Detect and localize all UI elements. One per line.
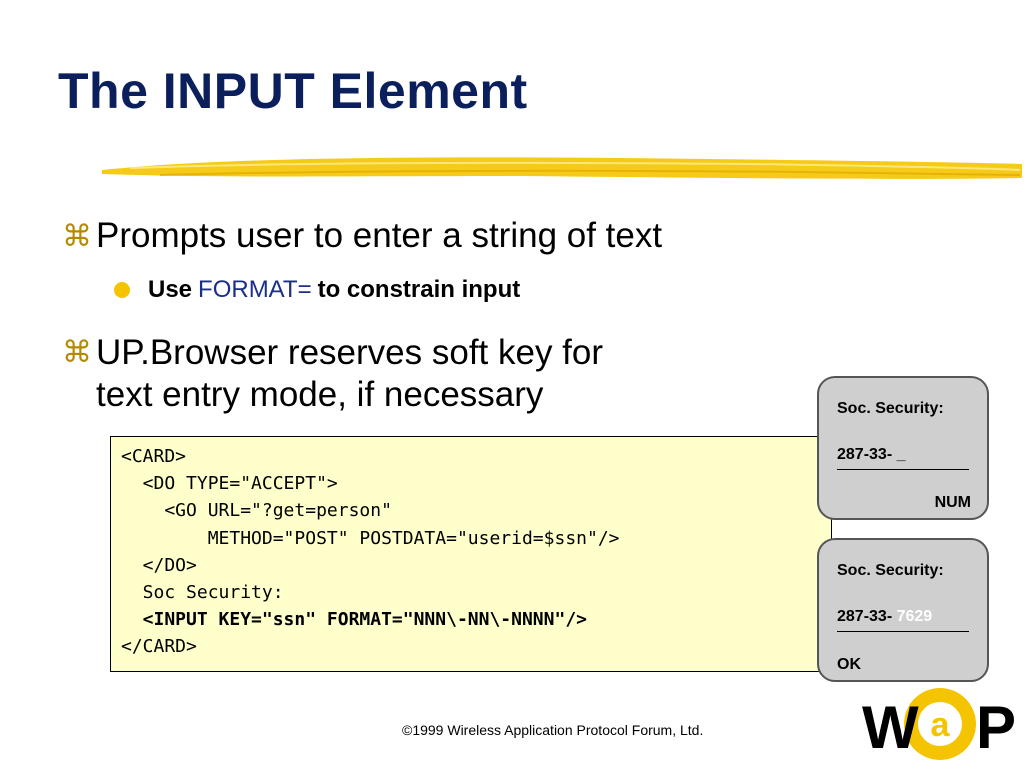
phone-screen-entry: Soc. Security: 287-33- _ NUM <box>817 376 989 520</box>
code-line: METHOD="POST" POSTDATA="userid=$ssn"/> <box>121 527 620 549</box>
code-line: Soc Security: <box>121 582 284 604</box>
svg-text:W: W <box>862 694 919 761</box>
phone-divider <box>837 631 969 632</box>
wap-forum-logo: a W P <box>862 688 1016 761</box>
sub-bullet: Use FORMAT= to constrain input <box>112 276 520 304</box>
code-line: </DO> <box>121 554 197 576</box>
phone-softkey-num: NUM <box>934 494 971 511</box>
phone-screen-complete: Soc. Security: 287-33- 7629 OK <box>817 538 989 682</box>
footer-copyright: ©1999 Wireless Application Protocol Foru… <box>402 722 704 738</box>
sub-bullet-post: to constrain input <box>317 276 521 303</box>
code-line: <CARD> <box>121 446 187 467</box>
bullet-1: ⌘ Prompts user to enter a string of text <box>62 216 662 258</box>
phone-entered-digits: 7629 <box>896 608 933 625</box>
code-line: <GO URL="?get=person" <box>121 500 392 522</box>
phone-divider <box>837 469 969 470</box>
phone-softkey-ok: OK <box>837 656 861 673</box>
bullet-2-line-2: text entry mode, if necessary <box>96 375 544 414</box>
phone-value: 287-33- 7629 <box>837 608 932 626</box>
phone-value: 287-33- _ <box>837 446 906 464</box>
bullet-2-line-1: UP.Browser reserves soft key for <box>96 333 604 372</box>
phone-cursor: _ <box>896 446 906 463</box>
code-box: <CARD> <DO TYPE="ACCEPT"> <GO URL="?get=… <box>110 436 832 672</box>
slide-title: The INPUT Element <box>58 63 528 119</box>
sub-bullet-pre: Use <box>148 276 193 303</box>
dot-bullet-icon <box>114 282 130 298</box>
code-line: </CARD> <box>121 636 197 658</box>
phone-label: Soc. Security: <box>837 562 944 579</box>
phone-value-prefix: 287-33- <box>837 608 893 625</box>
svg-text:P: P <box>976 694 1016 761</box>
z-bullet-icon: ⌘ <box>62 336 92 369</box>
code-line-input: <INPUT KEY="ssn" FORMAT="NNN\-NN\-NNNN"/… <box>121 609 587 631</box>
bullet-2-text: UP.Browser reserves soft key for text en… <box>96 332 603 416</box>
bullet-1-text: Prompts user to enter a string of text <box>96 216 663 255</box>
bullet-2: ⌘ UP.Browser reserves soft key for text … <box>62 332 603 416</box>
code-line: <DO TYPE="ACCEPT"> <box>121 473 338 495</box>
phone-label: Soc. Security: <box>837 400 944 417</box>
sub-bullet-keyword: FORMAT= <box>198 276 312 303</box>
z-bullet-icon: ⌘ <box>62 220 92 253</box>
phone-value-prefix: 287-33- <box>837 446 893 463</box>
yellow-brush-stroke <box>102 157 1022 179</box>
svg-text:a: a <box>931 706 951 744</box>
